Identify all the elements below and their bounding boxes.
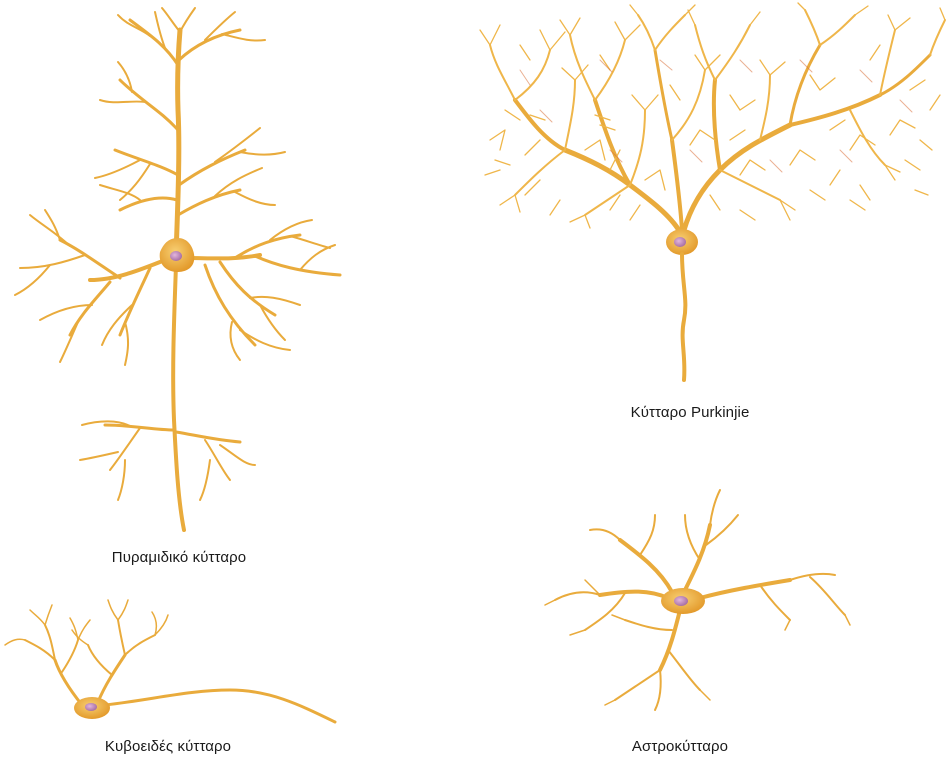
caption-astrocyte: Αστροκύτταρο <box>632 738 728 755</box>
astrocyte <box>545 490 850 710</box>
caption-pyramidal: Πυραμιδικό κύτταρο <box>112 549 246 566</box>
caption-purkinje: Κύτταρο Purkinjie <box>631 404 750 421</box>
cuboid-cell <box>5 600 335 722</box>
caption-cuboid: Κυβοειδές κύτταρο <box>105 738 231 755</box>
pyramidal-cell <box>15 8 340 530</box>
purkinje-cell <box>480 3 945 380</box>
